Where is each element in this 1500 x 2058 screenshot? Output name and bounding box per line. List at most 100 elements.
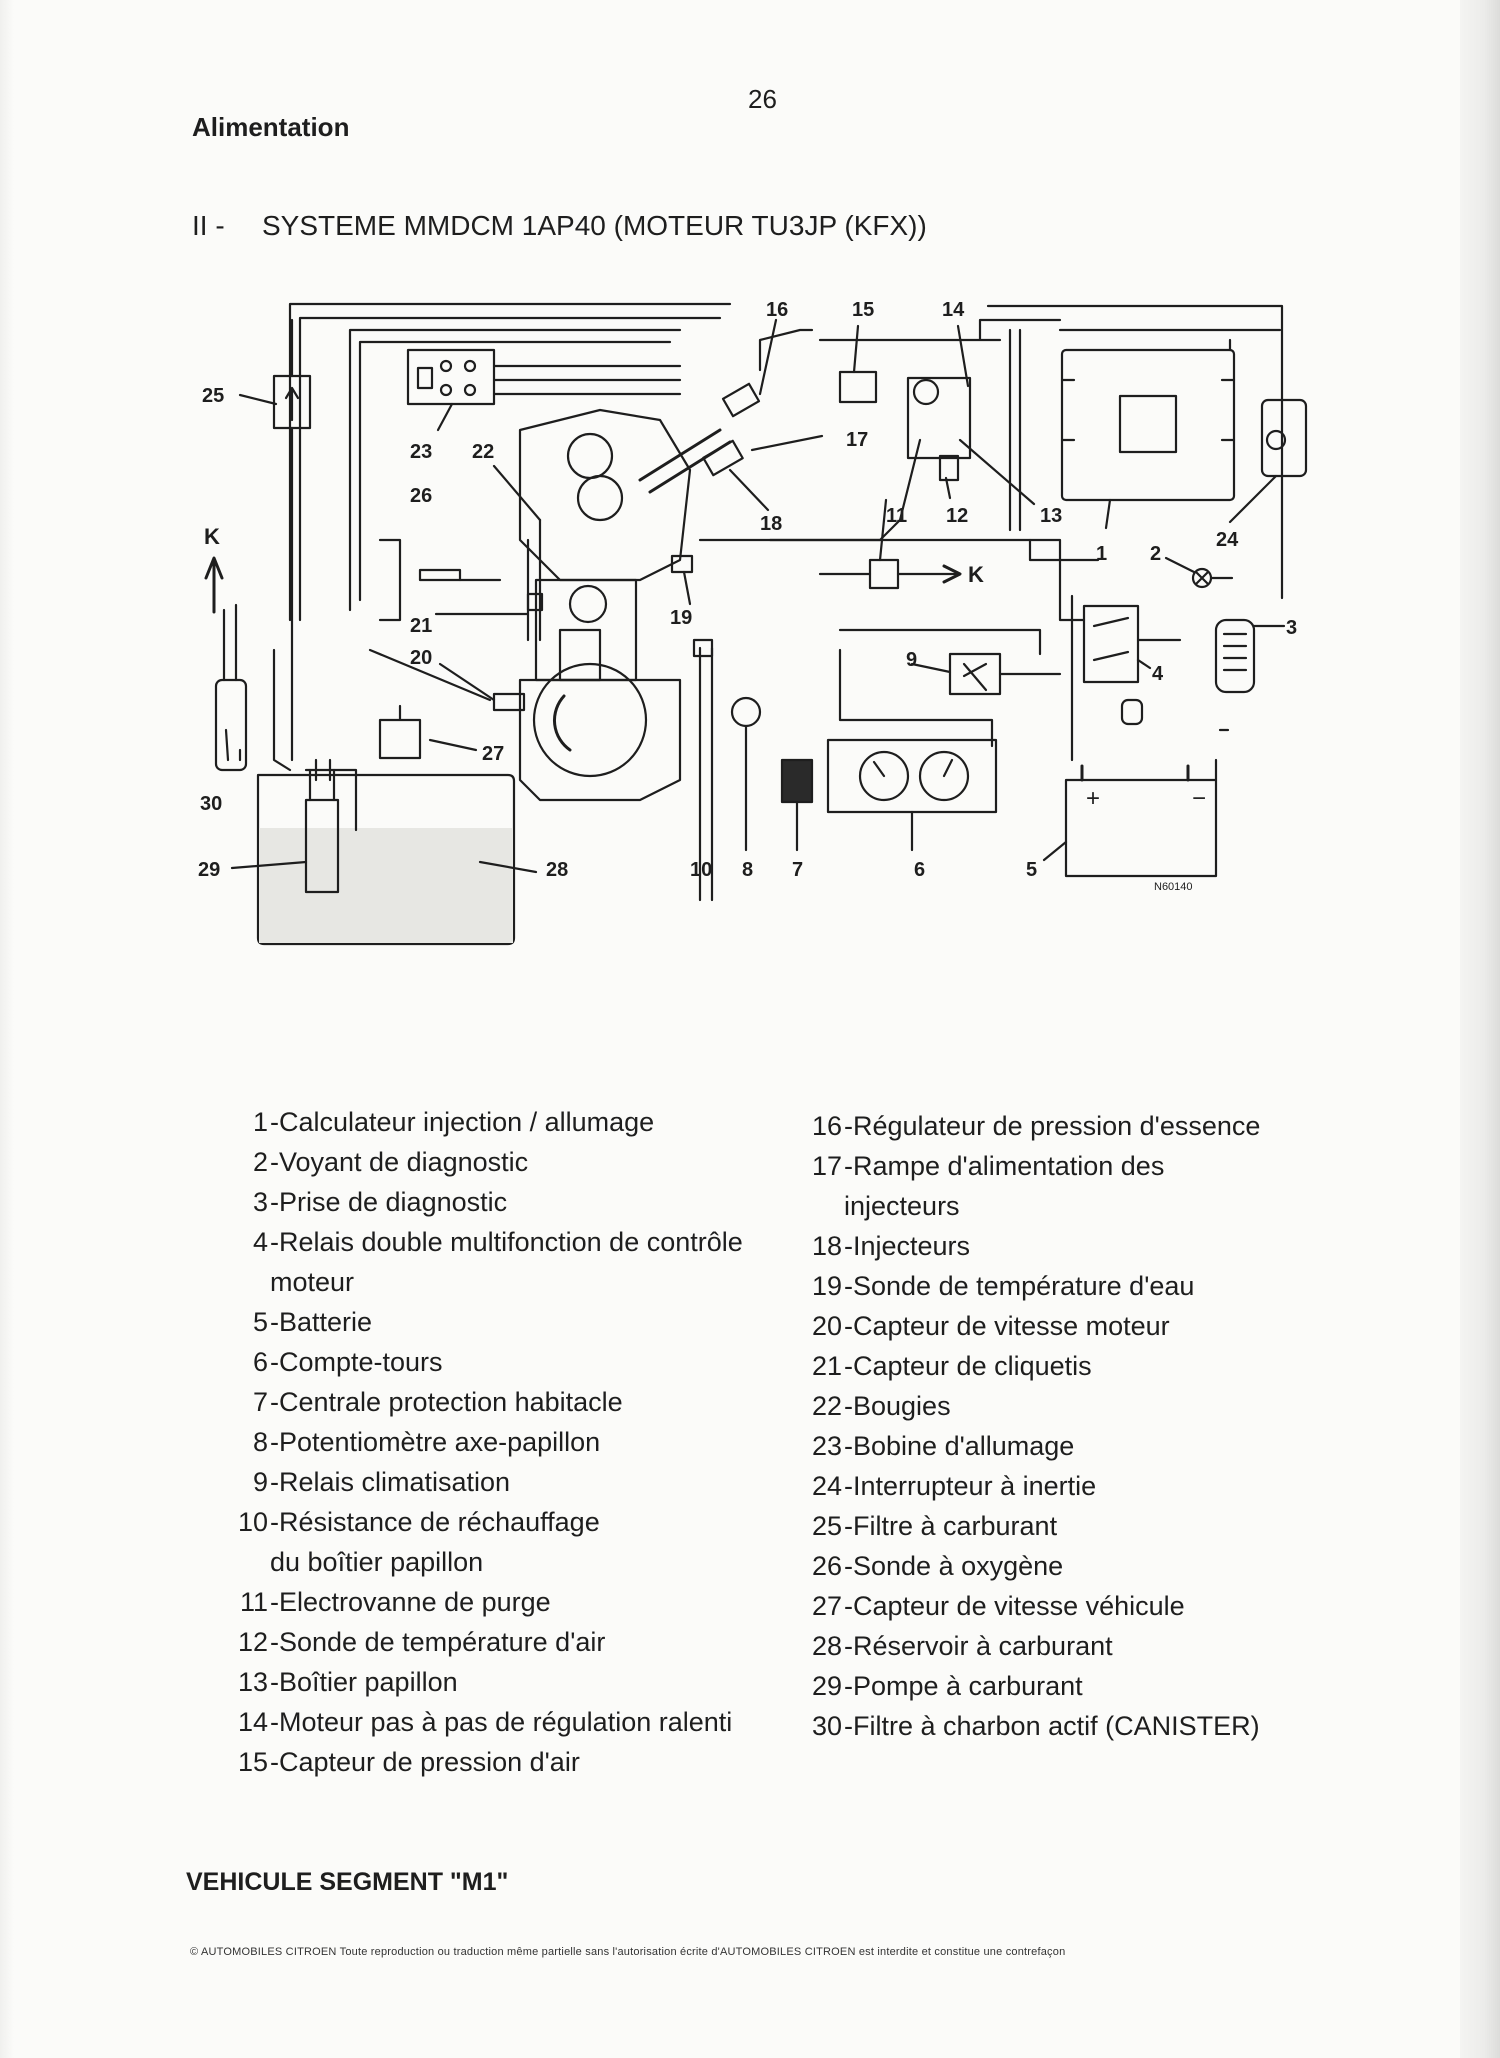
legend-item-number: 23 — [811, 1431, 842, 1461]
heading-number: II - — [192, 210, 225, 241]
purge-valve-11 — [868, 558, 900, 590]
page-number: 26 — [748, 84, 777, 114]
legend-item-text: -Sonde de température d'eau — [844, 1271, 1195, 1301]
callout-17: 17 — [846, 429, 868, 451]
gauge — [858, 750, 910, 802]
leader-27 — [428, 738, 478, 752]
leader-25 — [238, 393, 278, 406]
battery-ground — [1214, 728, 1230, 782]
fuel-level — [259, 828, 513, 943]
callout-27: 27 — [482, 743, 504, 765]
legend-item: 25-Filtre à carburant — [788, 1506, 1260, 1546]
legend-item: 23-Bobine d'allumage — [788, 1426, 1260, 1466]
throttle-body-13 — [906, 376, 972, 460]
leader-14 — [956, 324, 970, 388]
k-label-right: K — [968, 562, 984, 587]
callout-28: 28 — [546, 859, 568, 881]
legend-item: 7-Centrale protection habitacle — [214, 1382, 743, 1422]
throttle-heater-10 — [692, 638, 714, 658]
pressure-regulator-16 — [721, 382, 761, 418]
ignition-coil-23 — [406, 348, 496, 406]
callout-14: 14 — [942, 299, 965, 321]
return-line — [304, 768, 358, 832]
legend-item-text: -Prise de diagnostic — [270, 1187, 508, 1217]
legend-item-number: 13 — [237, 1667, 268, 1697]
legend-item-number: 16 — [811, 1111, 842, 1141]
stepper-motor-14 — [912, 378, 940, 406]
legend-item: 22-Bougies — [788, 1386, 1260, 1426]
hose-air — [818, 318, 1062, 342]
k-arrow-right — [942, 564, 962, 584]
callout-11: 11 — [886, 505, 907, 527]
leader-29 — [230, 860, 308, 870]
relay-fuse — [1120, 698, 1144, 726]
fuel-system-diagram: + − 25 23 22 26 21 20 27 30 29 28 K 16 1… — [198, 299, 1308, 946]
legend-item-number: 22 — [811, 1391, 842, 1421]
leader-23 — [436, 402, 454, 432]
callout-25: 25 — [202, 385, 224, 407]
scan-edge-left — [0, 0, 14, 2058]
callout-18: 18 — [760, 513, 782, 535]
ecu-mounts — [1060, 378, 1236, 442]
legend-item-text: -Relais double multifonction de contrôle — [270, 1227, 743, 1257]
legend-item-text: -Régulateur de pression d'essence — [844, 1111, 1261, 1141]
callout-9: 9 — [906, 649, 917, 671]
callout-23: 23 — [410, 441, 432, 463]
leader-13 — [958, 438, 1036, 506]
legend-item-text: -Capteur de cliquetis — [844, 1351, 1092, 1381]
legend-item-number: 28 — [811, 1631, 842, 1661]
coolant-sensor-19 — [670, 554, 694, 574]
harness-inner — [348, 328, 682, 612]
double-relay-4 — [1082, 604, 1140, 684]
legend-item-text: -Capteur de vitesse moteur — [844, 1311, 1170, 1341]
dipstick — [526, 518, 542, 642]
legend-item: 13-Boîtier papillon — [214, 1662, 743, 1702]
leader-17 — [750, 434, 824, 452]
k-label-left: K — [204, 524, 220, 549]
callout-22: 22 — [472, 441, 494, 463]
legend-item-number: 20 — [811, 1311, 842, 1341]
legend-item: 15-Capteur de pression d'air — [214, 1742, 743, 1782]
legend-item: 17-Rampe d'alimentation des — [788, 1146, 1260, 1186]
lamp-x — [1194, 570, 1234, 586]
legend-item-number: 27 — [811, 1591, 842, 1621]
piston — [558, 628, 602, 682]
legend-right: 16-Régulateur de pression d'essence 17-Ra… — [788, 1106, 1260, 1746]
legend-item-text: -Bobine d'allumage — [844, 1431, 1075, 1461]
legend-item-text: -Centrale protection habitacle — [270, 1387, 623, 1417]
leader-22 — [492, 464, 542, 522]
section-title: Alimentation — [192, 112, 350, 142]
fuel-pump-29 — [304, 798, 340, 894]
legend-item: 30-Filtre à charbon actif (CANISTER) — [788, 1706, 1260, 1746]
legend-item-text: -Pompe à carburant — [844, 1671, 1083, 1701]
battery-terminals — [1080, 764, 1190, 782]
inertia-switch-24 — [1260, 398, 1308, 478]
legend-item-number: 10 — [237, 1507, 268, 1537]
vehicle-segment-label: VEHICULE SEGMENT "M1" — [186, 1868, 509, 1896]
k-arrow-left — [204, 556, 224, 614]
legend-item: 11-Electrovanne de purge — [214, 1582, 743, 1622]
legend-item: 19-Sonde de température d'eau — [788, 1266, 1260, 1306]
legend-item: 24-Interrupteur à inertie — [788, 1466, 1260, 1506]
legend-item-number: 8 — [252, 1427, 268, 1457]
legend-item-text: -Capteur de pression d'air — [270, 1747, 580, 1777]
legend-item-number: 2 — [252, 1147, 268, 1177]
callout-8: 8 — [742, 859, 753, 881]
callout-7: 7 — [792, 859, 803, 881]
callout-3: 3 — [1286, 617, 1297, 639]
legend-item-continuation: moteur — [270, 1267, 355, 1297]
crankcase — [518, 678, 682, 802]
legend-item-number: 14 — [237, 1707, 268, 1737]
legend-item-number: 6 — [252, 1347, 268, 1377]
leader-5 — [1042, 840, 1068, 862]
coil-post — [463, 359, 477, 373]
legend-item-text: -Batterie — [270, 1307, 373, 1337]
central-box-7 — [780, 758, 814, 804]
ecu-1 — [1060, 348, 1236, 502]
throttle-potentiometer-8 — [730, 696, 762, 728]
legend-item-continuation: du boîtier papillon — [270, 1547, 484, 1577]
injector-18 — [702, 439, 744, 477]
legend-item-number: 19 — [811, 1271, 842, 1301]
legend-item-continuation: injecteurs — [844, 1191, 960, 1221]
